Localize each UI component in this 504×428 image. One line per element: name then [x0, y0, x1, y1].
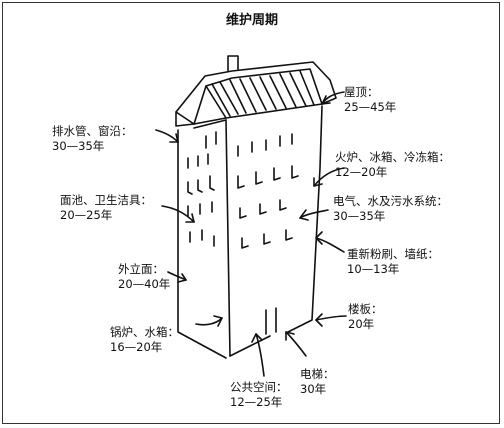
label-paint: 重新粉刷、墙纸：10—13年: [347, 247, 439, 276]
label-roof: 屋顶：25—45年: [344, 85, 397, 114]
windows-left: [187, 131, 217, 247]
diagram-frame: [2, 2, 500, 424]
label-electrical: 电气、水及污水系统：30—35年: [333, 194, 448, 223]
label-elevator: 电梯：30年: [300, 367, 335, 396]
diagram-title: 维护周期: [225, 13, 278, 28]
building-walls: [177, 105, 323, 359]
label-drains: 排水管、窗沿：30—35年: [52, 124, 133, 153]
label-public-space: 公共空间：12—25年: [230, 380, 288, 409]
label-furnace: 火炉、冰箱、冷冻箱：12—20年: [335, 150, 450, 179]
annotation-arrows: [155, 91, 347, 377]
label-sinks: 面池、卫生洁具：20—25年: [60, 193, 152, 222]
windows-right: [237, 133, 299, 335]
label-facade: 外立面：20—40年: [118, 262, 171, 291]
label-boiler: 锅炉、水箱：16—20年: [110, 325, 179, 354]
label-floors: 楼板：20年: [348, 302, 383, 331]
roof-shape: [175, 55, 337, 127]
